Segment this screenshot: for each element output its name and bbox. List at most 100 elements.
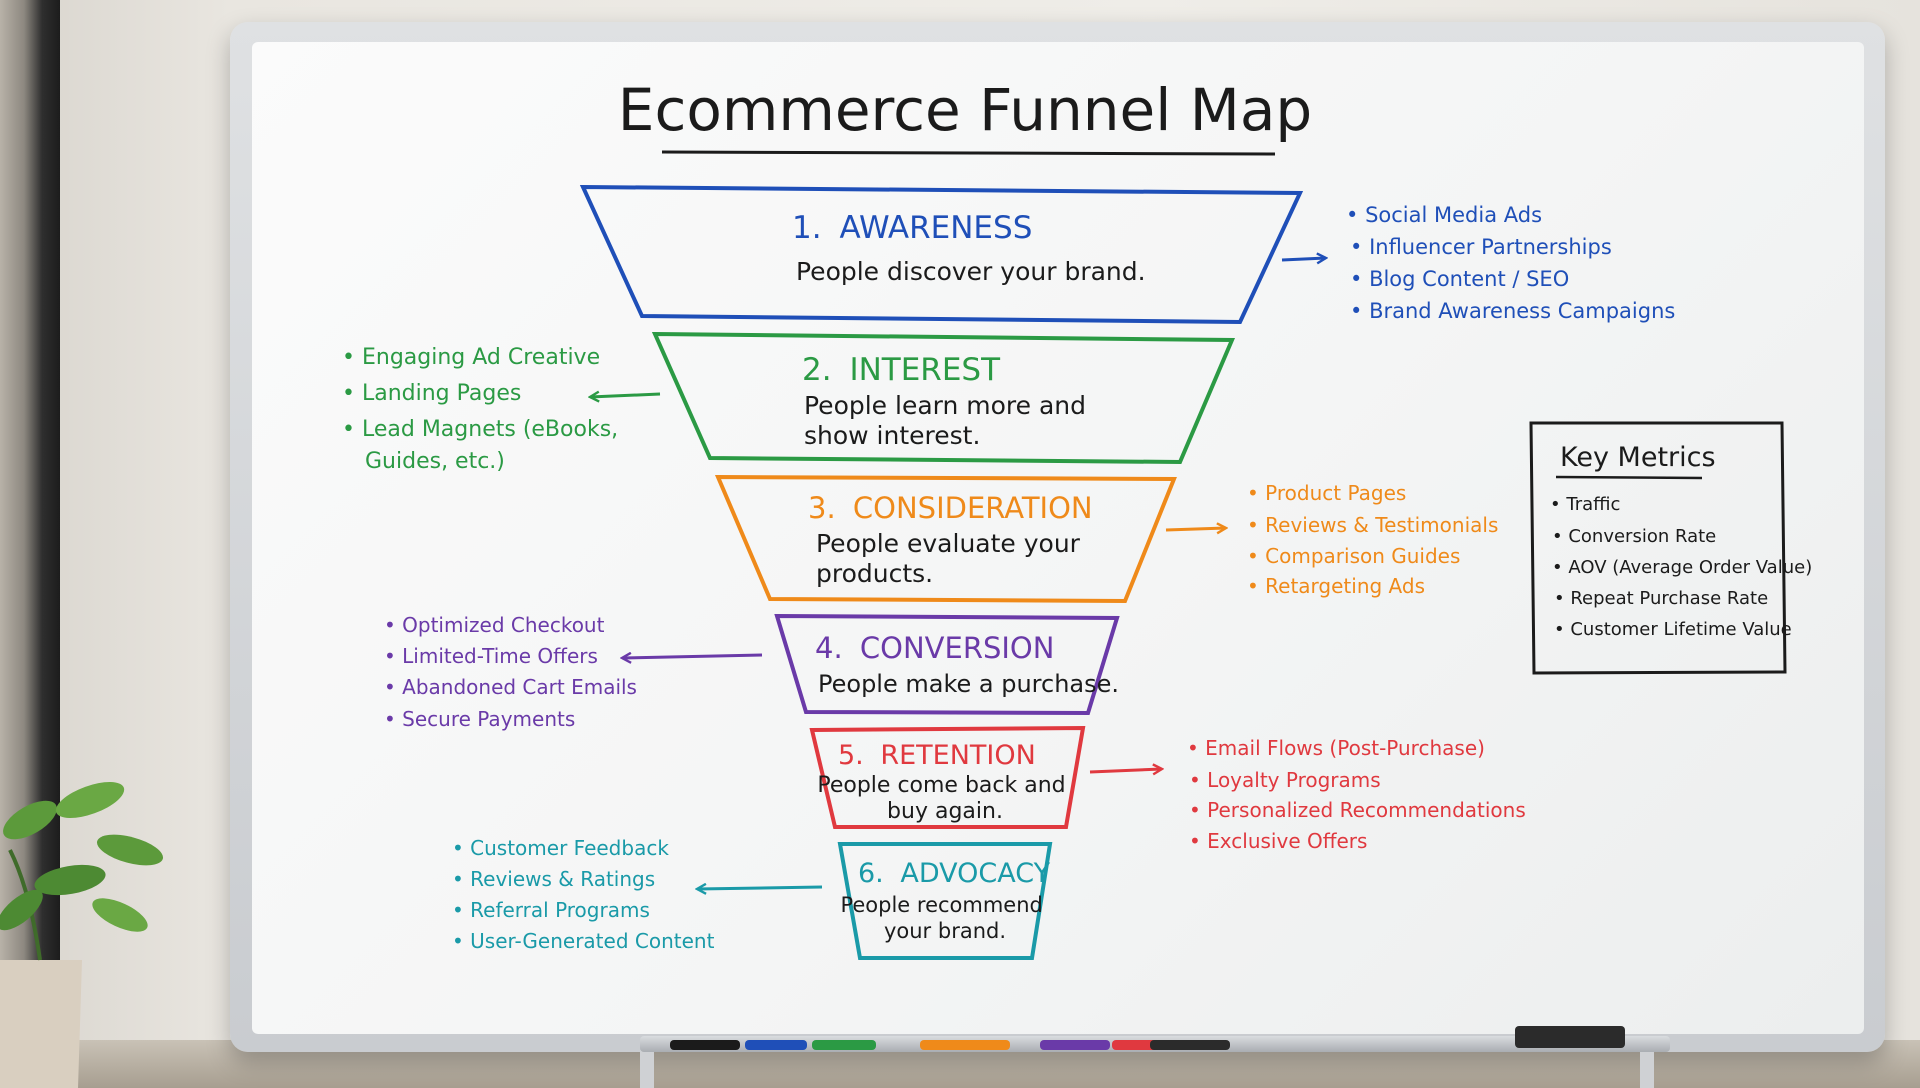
list-item: • Engaging Ad Creative [342,345,600,370]
arrow-conversion [622,655,763,658]
list-item: • Loyalty Programs [1189,768,1381,792]
list-item-text: Secure Payments [402,707,575,731]
list-item: • Referral Programs [452,898,650,922]
stage-number: 3. [808,491,836,525]
list-item: • Product Pages [1247,481,1406,505]
stage-number: 1. [792,210,822,246]
list-item: • Comparison Guides [1247,544,1460,568]
list-item-text: Email Flows (Post-Purchase) [1205,736,1485,760]
list-item-continuation: Guides, etc.) [365,449,505,474]
list-item: • Limited-Time Offers [384,644,598,668]
stage-advocacy-heading: 6. ADVOCACY [858,858,1051,889]
list-item-text: Traffic [1565,494,1620,515]
list-item-text: Product Pages [1265,481,1406,505]
list-item: • Secure Payments [384,707,575,731]
stage-awareness-desc: People discover your brand. [796,257,1146,286]
stage-number: 6. [858,858,884,889]
arrow-awareness [1281,258,1326,260]
tactics-awareness: • Social Media Ads • Influencer Partners… [1346,203,1675,323]
list-item-text: Comparison Guides [1265,544,1460,568]
list-item-text: Conversion Rate [1568,526,1716,547]
list-item-text: Reviews & Ratings [470,867,655,891]
stage-conversion-heading: 4. CONVERSION [815,631,1054,665]
stage-consideration-desc: People evaluate your products. [816,529,1088,588]
list-item: • Reviews & Testimonials [1247,513,1498,537]
desc-line: People recommend [840,893,1042,917]
stage-advocacy-shape [837,842,1053,960]
stage-interest-desc: People learn more and show interest. [804,391,1094,450]
key-metrics-title: Key Metrics [1560,442,1716,473]
list-item: • Traffic [1550,494,1620,515]
list-item-text: Social Media Ads [1365,203,1542,227]
desc-line: show interest. [804,421,980,450]
green-marker [812,1040,876,1050]
list-item: • Exclusive Offers [1189,829,1367,853]
list-item-text: Blog Content / SEO [1369,267,1569,291]
list-item-text: Influencer Partnerships [1369,235,1612,259]
list-item-text: Reviews & Testimonials [1265,513,1498,537]
key-metrics-underline [1555,475,1703,480]
red-marker [1112,1040,1172,1050]
stage-name: INTEREST [849,352,1001,388]
stage-number: 5. [838,740,864,771]
list-item: • Customer Lifetime Value [1554,619,1792,640]
tactics-consideration: • Product Pages • Reviews & Testimonials… [1247,481,1498,598]
tactics-advocacy: • Customer Feedback • Reviews & Ratings … [452,836,715,953]
list-item: • Email Flows (Post-Purchase) [1187,736,1485,760]
stage-retention-desc: People come back and buy again. [817,773,1072,824]
list-item: • Reviews & Ratings [452,867,655,891]
stand-leg-left [640,1050,654,1088]
desc-line: People evaluate your [816,529,1081,558]
page-title: Ecommerce Funnel Map [618,76,1312,144]
key-metrics-list: • Traffic • Conversion Rate • AOV (Avera… [1550,494,1812,640]
list-item-text: User-Generated Content [470,929,714,953]
list-item: • Abandoned Cart Emails [384,675,637,699]
list-item: • Social Media Ads [1346,203,1542,227]
list-item-text: Repeat Purchase Rate [1570,588,1768,609]
desc-line: your brand. [884,919,1006,943]
stage-number: 2. [802,352,832,388]
whiteboard-eraser [1515,1026,1625,1048]
arrow-retention [1089,769,1162,772]
arrow-advocacy [697,887,823,889]
list-item: • Optimized Checkout [384,613,605,637]
arrow-interest [590,394,661,397]
list-item-text: Abandoned Cart Emails [402,675,637,699]
key-metrics-box [1529,421,1787,675]
list-item: • Retargeting Ads [1247,574,1425,598]
stage-name: CONSIDERATION [853,491,1093,525]
list-item: • Customer Feedback [452,836,669,860]
stage-conversion-desc: People make a purchase. [818,670,1119,698]
list-item: • Brand Awareness Campaigns [1350,299,1675,323]
list-item-text: Customer Lifetime Value [1570,619,1791,640]
list-item-text: Landing Pages [362,381,521,406]
tactics-conversion: • Optimized Checkout • Limited-Time Offe… [384,613,637,731]
list-item-text: Engaging Ad Creative [362,345,600,370]
tactics-retention: • Email Flows (Post-Purchase) • Loyalty … [1187,736,1526,853]
stage-advocacy-desc: People recommend your brand. [840,893,1049,943]
stage-name: RETENTION [880,740,1035,771]
desc-line: buy again. [887,799,1003,824]
stage-name: AWARENESS [839,210,1032,246]
desc-line: People learn more and [804,391,1086,420]
whiteboard-surface [252,42,1864,1034]
list-item: • Conversion Rate [1552,526,1716,547]
stage-retention-heading: 5. RETENTION [838,740,1036,771]
desc-line: products. [816,559,933,588]
blue-marker [745,1040,807,1050]
list-item-text: Optimized Checkout [402,613,604,637]
purple-marker [1040,1040,1110,1050]
list-item: • AOV (Average Order Value) [1552,557,1812,578]
stage-consideration-shape [714,474,1177,604]
list-item: • Influencer Partnerships [1350,235,1612,259]
list-item: • Lead Magnets (eBooks, [342,417,618,442]
list-item: • Landing Pages [342,381,521,406]
arrow-consideration [1165,528,1226,530]
list-item-text: Exclusive Offers [1207,829,1367,853]
stage-awareness-heading: 1. AWARENESS [792,210,1032,246]
list-item: • Personalized Recommendations [1189,798,1526,822]
list-item: • User-Generated Content [452,929,715,953]
orange-marker [920,1040,1010,1050]
stage-name: ADVOCACY [900,858,1050,889]
